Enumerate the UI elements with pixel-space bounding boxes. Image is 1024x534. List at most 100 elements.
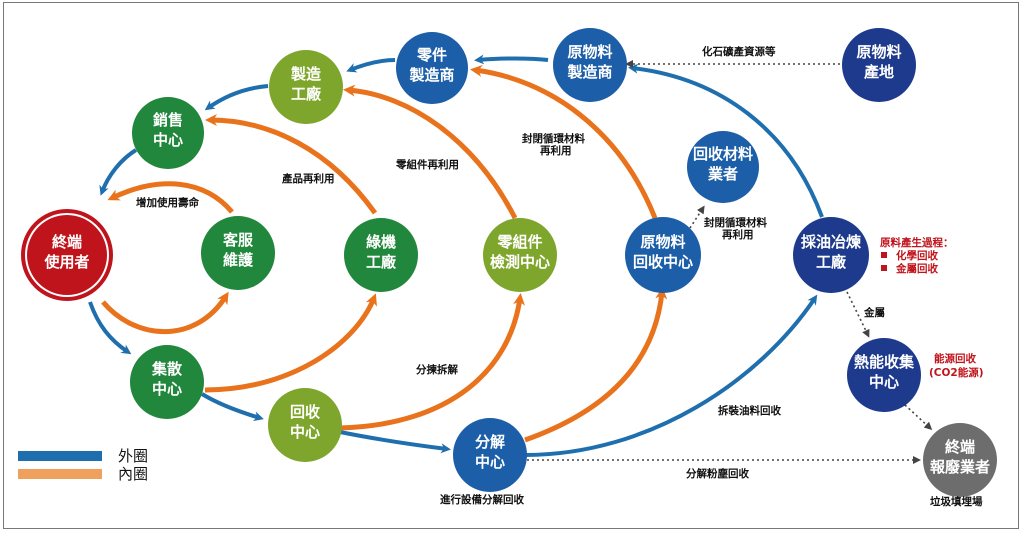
note-raw-process-title: 原料產生過程： xyxy=(880,236,954,249)
node-circle xyxy=(793,217,869,293)
dotted-heat-to-disposal xyxy=(904,404,933,431)
note-raw-process-item-2: 金屬回收 xyxy=(895,262,938,275)
arc-collection-to-recycling xyxy=(200,392,264,422)
label-oil-recovery: 拆裝油料回收 xyxy=(718,404,781,417)
arc-disassembly-to-material-recycling xyxy=(524,287,668,443)
arc-sales-to-end-user xyxy=(99,148,138,196)
node-label-line-1: 採油冶煉 xyxy=(801,233,862,251)
node-label-line-1: 集散 xyxy=(151,360,183,378)
node-label-line-1: 綠機 xyxy=(366,233,396,251)
node-label-line-1: 客服 xyxy=(222,231,254,249)
node-label-line-1: 熱能收集 xyxy=(854,353,915,371)
arc-manufacturing-to-sales xyxy=(204,84,269,111)
node-label-line-1: 製造 xyxy=(290,65,321,83)
arc-collection-to-green-plant xyxy=(204,293,377,393)
node-circle xyxy=(130,345,204,419)
node-label-line-2: 中心 xyxy=(475,453,505,471)
node-label-line-2: 使用者 xyxy=(43,253,89,271)
node-label-line-1: 分解 xyxy=(475,433,505,451)
arc-parts-maker-to-manufacturing xyxy=(346,58,396,73)
node-label-line-1: 回收 xyxy=(290,403,320,421)
node-label-line-2: 製造商 xyxy=(566,63,612,81)
arc-green-plant-to-sales xyxy=(205,114,378,215)
node-circle xyxy=(625,217,701,293)
label-dust-recovery: 分解粉塵回收 xyxy=(686,467,749,480)
arc-recycling-to-parts-testing xyxy=(339,293,525,431)
label-parts-reuse: 零組件再利用 xyxy=(395,158,459,171)
node-label-line-2: 工廠 xyxy=(291,85,322,103)
node-label-line-2: 報廢業者 xyxy=(930,458,990,476)
node-circle xyxy=(687,131,759,203)
node-label-line-1: 銷售 xyxy=(153,111,183,129)
node-circle xyxy=(553,28,627,102)
node-label-line-1: 終端 xyxy=(945,438,975,456)
bullet-icon xyxy=(881,252,887,258)
node-label-line-2: 回收中心 xyxy=(633,253,693,271)
arc-end-user-to-collection xyxy=(88,301,132,355)
label-closed-loop-2-line2: 再利用 xyxy=(722,228,754,241)
label-sort-disassemble: 分揀拆解 xyxy=(416,363,458,376)
node-label-line-2: 工廠 xyxy=(816,253,847,271)
node-label-line-1: 零件 xyxy=(416,46,447,64)
node-label-line-1: 回收材料 xyxy=(693,145,753,163)
arc-smelting-to-material-maker xyxy=(628,63,824,218)
arc-customer-service-to-end-user xyxy=(107,181,234,214)
node-label-line-2: 工廠 xyxy=(366,253,397,271)
node-circle xyxy=(396,32,468,104)
legend-inner-swatch xyxy=(18,469,102,479)
label-extend-life: 增加使用壽命 xyxy=(136,196,199,209)
legend-outer-label: 外圈 xyxy=(118,447,148,465)
node-label-line-2: 業者 xyxy=(707,165,738,183)
note-energy-recovery-line2: (CO2能源) xyxy=(929,366,984,379)
label-metal: 金屬 xyxy=(863,306,885,319)
arc-recycling-to-disassembly xyxy=(339,430,451,454)
node-label-line-2: 維護 xyxy=(223,251,254,269)
node-label-line-1: 原物料 xyxy=(856,43,901,61)
node-circle xyxy=(453,418,527,492)
node-label-line-1: 原物料 xyxy=(640,233,685,251)
arc-material-maker-to-parts-maker xyxy=(474,54,549,65)
dotted-material-recycling-to-vendor xyxy=(689,205,705,229)
node-circle xyxy=(923,423,997,497)
node-circle xyxy=(27,215,107,295)
node-label-line-1: 零組件 xyxy=(496,233,542,251)
arc-material-recycling-to-parts-maker xyxy=(470,64,658,219)
legend-inner-label: 內圈 xyxy=(118,465,148,483)
node-circle xyxy=(132,97,204,169)
node-label-line-2: 中心 xyxy=(152,380,182,398)
node-label-line-2: 中心 xyxy=(153,131,183,149)
node-circle xyxy=(269,50,343,124)
node-label-line-2: 中心 xyxy=(290,423,320,441)
node-circle xyxy=(201,216,275,290)
node-circle xyxy=(842,28,916,102)
label-product-reuse: 產品再利用 xyxy=(281,172,335,185)
node-label-line-2: 檢測中心 xyxy=(490,253,550,271)
node-circle xyxy=(847,338,921,412)
node-label-line-1: 原物料 xyxy=(567,43,612,61)
arc-end-user-to-customer-service xyxy=(101,291,229,334)
label-fossil-resources: 化石礦產資源等 xyxy=(702,45,776,58)
node-recycling-center: 回收中心 xyxy=(268,388,342,462)
node-circle xyxy=(344,218,418,292)
legend-outer-swatch xyxy=(18,451,102,461)
node-label-line-2: 產地 xyxy=(863,63,894,81)
node-label-line-2: 中心 xyxy=(869,373,899,391)
label-closed-loop-2-line1: 封閉循環材料 xyxy=(704,216,767,229)
arc-parts-testing-to-manufacturing xyxy=(343,84,518,220)
